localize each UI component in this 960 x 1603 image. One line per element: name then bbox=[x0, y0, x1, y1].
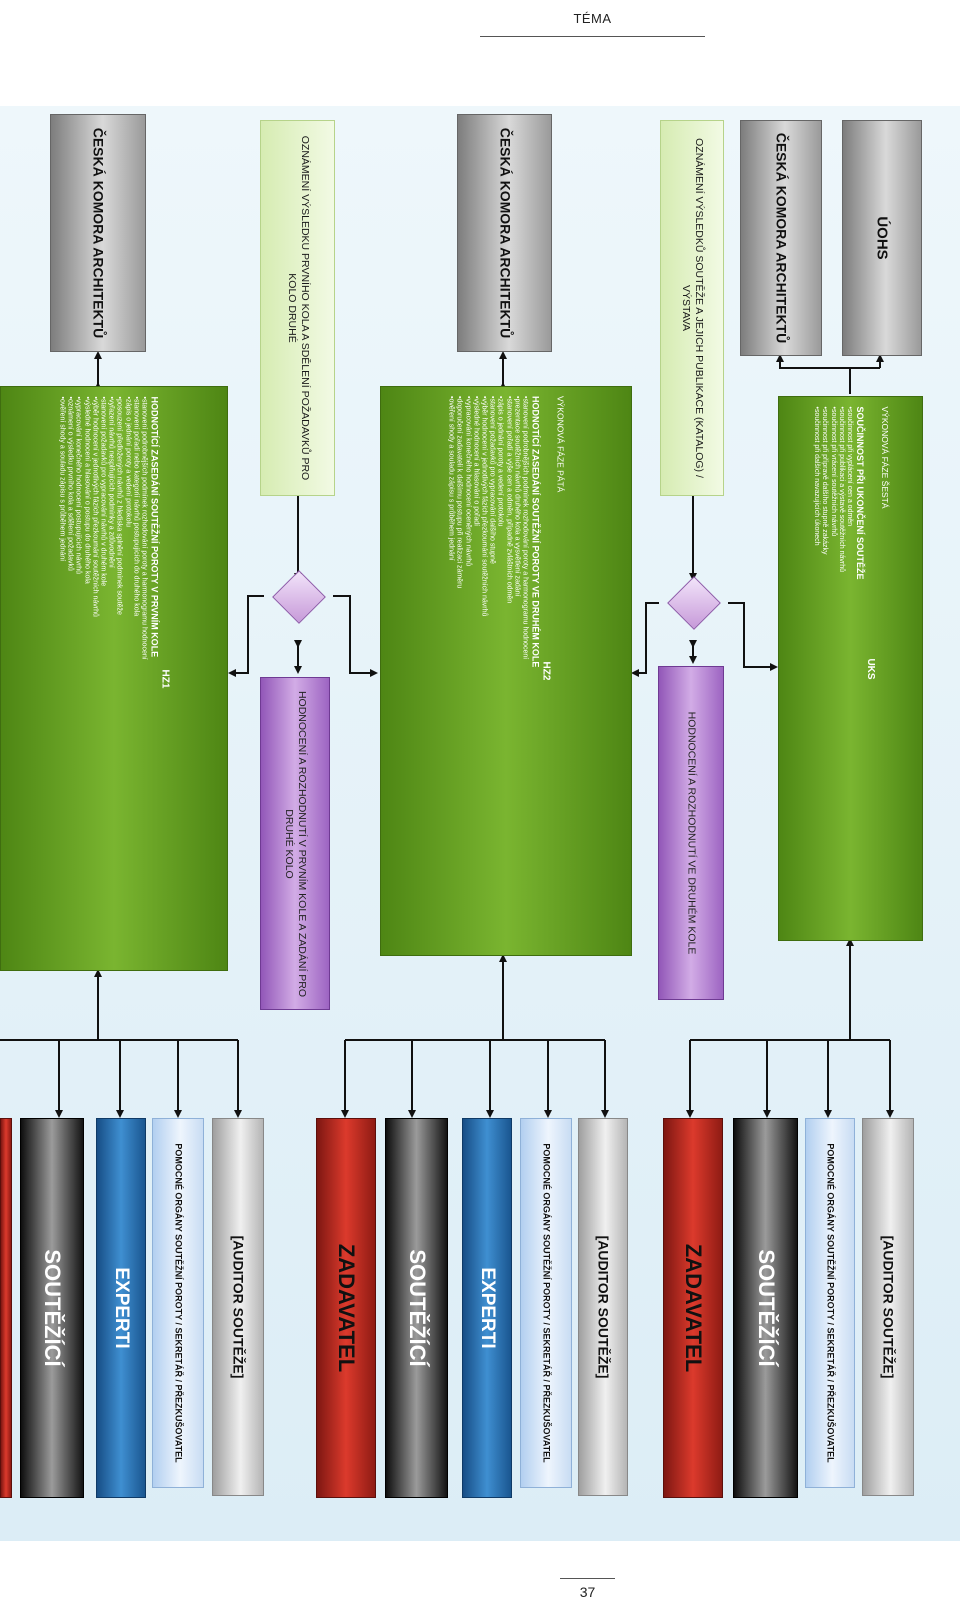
phase-title-hz1: HODNOTÍCÍ ZASEDÁNÍ SOUTĚŽNÍ POROTY V PRV… bbox=[149, 396, 160, 657]
announce-box-2: OZNÁMENÍ VÝSLEDKŮ SOUTĚŽE A JEJICH PUBLI… bbox=[660, 120, 724, 496]
phase-box-uks: VÝKONOVÁ FÁZE ŠESTÁ UKS SOUČINNOST PŘI U… bbox=[778, 396, 923, 941]
phase-line: •zápis o jednání poroty a vedení protoko… bbox=[124, 396, 132, 527]
announce-box-1: OZNÁMENÍ VÝSLEDKU PRVNÍHO KOLA A SDĚLENÍ… bbox=[260, 120, 335, 496]
chamber-label-2: ČESKÁ KOMORA ARCHITEKTŮ bbox=[497, 127, 513, 339]
phase-line: •prezentace soutěžních návrhů druhého ko… bbox=[513, 396, 521, 597]
phase-line: •doporučení zadavateli k dalšímu postupu… bbox=[455, 396, 463, 589]
participant-label: ZADAVATEL bbox=[334, 1243, 359, 1373]
announce-label-1: OZNÁMENÍ VÝSLEDKU PRVNÍHO KOLA A SDĚLENÍ… bbox=[285, 135, 311, 481]
phase-line: •stanovení podrobnějších podmínek rozhod… bbox=[521, 396, 529, 660]
evaluation-label-2: HODNOCENÍ A ROZHODNUTÍ VE DRUHÉM KOLE bbox=[685, 711, 698, 955]
section-header: TÉMA bbox=[480, 6, 705, 37]
uohs-box: ÚOHS bbox=[842, 120, 922, 356]
participant-label: SOUTĚŽÍCÍ bbox=[753, 1249, 779, 1367]
evaluation-box-1: HODNOCENÍ A ROZHODNUTÍ V PRVNÍM KOLE A Z… bbox=[260, 677, 330, 1010]
participant-label: POMOCNÉ ORGÁNY SOUTĚŽNÍ POROTY / SEKRETÁ… bbox=[825, 1143, 836, 1463]
chamber-box-3: ČESKÁ KOMORA ARCHITEKTŮ bbox=[740, 120, 822, 356]
phase-line: •výběr hodnocení v jednotlivých fázích p… bbox=[480, 396, 488, 617]
evaluation-label-1: HODNOCENÍ A ROZHODNUTÍ V PRVNÍM KOLE A Z… bbox=[283, 690, 308, 997]
participant-label: POMOCNÉ ORGÁNY SOUTĚŽNÍ POROTY / SEKRETÁ… bbox=[173, 1143, 184, 1463]
phase-line: •oznámení o výsledku prvního kola a sděl… bbox=[66, 396, 74, 571]
participant-soutezici-1: SOUTĚŽÍCÍ bbox=[20, 1118, 84, 1498]
page-number: 37 bbox=[560, 1578, 615, 1603]
phase-box-hz2: VÝKONOVÁ FÁZE PÁTÁ HZ2 HODNOTÍCÍ ZASEDÁN… bbox=[380, 386, 632, 956]
phase-line: •stanovení požadavků pro vypracování dal… bbox=[488, 396, 496, 564]
participant-label: [AUDITOR SOUTĚŽE] bbox=[880, 1235, 897, 1379]
participant-label: EXPERTI bbox=[477, 1267, 498, 1349]
participant-zadavatel-3: ZADAVATEL bbox=[663, 1118, 723, 1498]
participant-label: [AUDITOR SOUTĚŽE] bbox=[230, 1235, 247, 1379]
phase-line: •vyřazení návrhů nesplňujících podmínky … bbox=[107, 396, 115, 568]
competition-flow-diagram: ČESKÁ KOMORA ARCHITEKTŮ HZ1 HODNOTÍCÍ ZA… bbox=[0, 106, 960, 1541]
participant-label: EXPERTI bbox=[111, 1267, 132, 1349]
phase-line: •vypracování konečného hodnocení postupu… bbox=[74, 396, 82, 574]
participant-soutezici-3: SOUTĚŽÍCÍ bbox=[733, 1118, 798, 1498]
phase-line: •ověření shody a souladu zápisu s průběh… bbox=[58, 396, 66, 561]
participant-label: SOUTĚŽÍCÍ bbox=[40, 1249, 65, 1367]
phase-line: •výběr hodnocení v jednotlivých fázích p… bbox=[91, 396, 99, 617]
participant-experti-1: EXPERTI bbox=[96, 1118, 146, 1498]
phase-line: •výsledné hodnocení a hlasování o postup… bbox=[83, 396, 91, 584]
phase-line: •stanovení požadavků pro vypracování náv… bbox=[99, 396, 107, 586]
announce-label-2: OZNÁMENÍ VÝSLEDKŮ SOUTĚŽE A JEJICH PUBLI… bbox=[680, 138, 705, 478]
participant-auditor-2: [AUDITOR SOUTĚŽE] bbox=[578, 1118, 628, 1496]
chamber-box-1: ČESKÁ KOMORA ARCHITEKTŮ bbox=[50, 114, 146, 352]
uohs-label: ÚOHS bbox=[873, 216, 891, 260]
phase-line: •stanovení pořadí a výše cen a odměn, př… bbox=[505, 396, 513, 604]
chamber-box-2: ČESKÁ KOMORA ARCHITEKTŮ bbox=[457, 114, 552, 352]
phase-title-hz2: HODNOTÍCÍ ZASEDÁNÍ SOUTĚŽNÍ POROTY VE DR… bbox=[530, 396, 541, 668]
participant-pomocne-1: POMOCNÉ ORGÁNY SOUTĚŽNÍ POROTY / SEKRETÁ… bbox=[152, 1118, 204, 1488]
phase-line: •posouzení předložených návrhů z hledisk… bbox=[116, 396, 124, 615]
phase-title-uks: SOUČINNOST PŘI UKONČENÍ SOUTĚŽE bbox=[854, 406, 865, 580]
phase-line: •součinnost při vyplácení cen a odměn bbox=[845, 406, 853, 526]
chamber-label-3: ČESKÁ KOMORA ARCHITEKTŮ bbox=[773, 132, 790, 344]
phase-line: •ověření shody a souladu zápisu s průběh… bbox=[447, 396, 455, 561]
connector-lines bbox=[0, 351, 894, 1118]
phase-line: •součinnost při dalších navazujících úko… bbox=[812, 406, 820, 546]
participant-soutezici-2: SOUTĚŽÍCÍ bbox=[385, 1118, 448, 1498]
phase-line: •stanovení podrobnějších podmínek rozhod… bbox=[140, 396, 148, 660]
participant-label: SOUTĚŽÍCÍ bbox=[404, 1249, 430, 1367]
participant-label: ZADAVATEL bbox=[681, 1243, 706, 1373]
phase-code-hz1: HZ1 bbox=[159, 669, 171, 688]
phase-line: •vypracování konečného hodnocení oceněný… bbox=[464, 396, 472, 567]
phase-line: •součinnost při vrácení soutěžních návrh… bbox=[829, 406, 837, 536]
phase-line: •stanovení pořadí nebo kategorií návrhů … bbox=[132, 396, 140, 616]
phase-name-uks: VÝKONOVÁ FÁZE ŠESTÁ bbox=[879, 406, 890, 509]
participant-auditor-3: [AUDITOR SOUTĚŽE] bbox=[862, 1118, 914, 1496]
chamber-label-1: ČESKÁ KOMORA ARCHITEKTŮ bbox=[90, 127, 107, 339]
phase-box-hz1: HZ1 HODNOTÍCÍ ZASEDÁNÍ SOUTĚŽNÍ POROTY V… bbox=[0, 386, 228, 971]
phase-line: •součinnost při publikaci a výstavě sout… bbox=[837, 406, 845, 572]
participant-pomocne-2: POMOCNÉ ORGÁNY SOUTĚŽNÍ POROTY / SEKRETÁ… bbox=[520, 1118, 572, 1488]
phase-code-hz2: HZ2 bbox=[540, 661, 552, 681]
evaluation-box-2: HODNOCENÍ A ROZHODNUTÍ VE DRUHÉM KOLE bbox=[658, 666, 724, 1000]
phase-line: •součinnost při přípravě dalšího stupně … bbox=[820, 406, 828, 554]
participant-label: POMOCNÉ ORGÁNY SOUTĚŽNÍ POROTY / SEKRETÁ… bbox=[541, 1143, 552, 1463]
phase-line: •zápis o jednání poroty a vedení protoko… bbox=[496, 396, 504, 527]
participant-pomocne-3: POMOCNÉ ORGÁNY SOUTĚŽNÍ POROTY / SEKRETÁ… bbox=[805, 1118, 855, 1488]
phase-name-hz2: VÝKONOVÁ FÁZE PÁTÁ bbox=[555, 396, 566, 493]
participant-label: [AUDITOR SOUTĚŽE] bbox=[595, 1235, 612, 1379]
phase-line: •výsledné hodnocení a hlasování o pořadí bbox=[472, 396, 480, 527]
participant-auditor-1: [AUDITOR SOUTĚŽE] bbox=[212, 1118, 264, 1496]
participant-experti-2: EXPERTI bbox=[462, 1118, 512, 1498]
participant-zadavatel-1 bbox=[0, 1118, 12, 1498]
page-number-text: 37 bbox=[579, 1584, 596, 1600]
section-title: TÉMA bbox=[573, 11, 612, 26]
participant-zadavatel-2: ZADAVATEL bbox=[316, 1118, 376, 1498]
phase-code-uks: UKS bbox=[864, 657, 876, 680]
